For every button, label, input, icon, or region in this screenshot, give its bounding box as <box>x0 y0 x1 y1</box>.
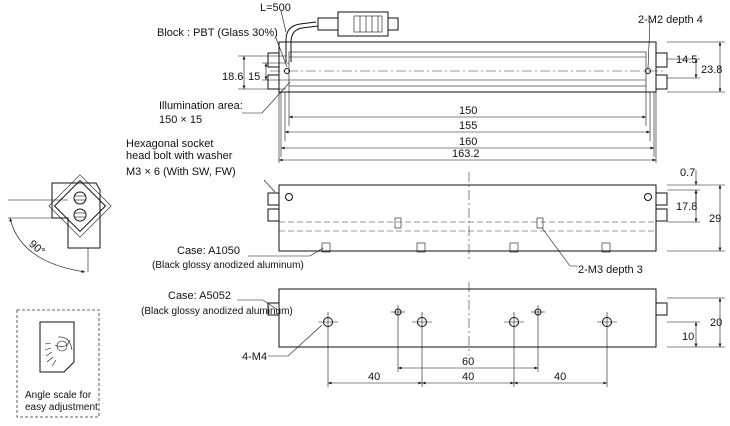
label-bottom-tap: 4-M4 <box>242 351 267 363</box>
dim-top-r1: 14.5 <box>676 54 697 66</box>
label-case1-line1: Case: A1050 <box>177 245 240 257</box>
dim-length-163: 163.2 <box>452 148 480 160</box>
label-case1-line2: (Black glossy anodized aluminum) <box>152 260 304 271</box>
cable-inner <box>290 25 319 62</box>
cable-boot <box>317 17 339 31</box>
angle-scale-callout: Angle scale for easy adjustment <box>16 309 100 418</box>
bottom-body <box>278 288 657 348</box>
dim-top-r2: 23.8 <box>701 64 722 76</box>
tap-hole-left <box>284 68 290 74</box>
end-view: 90° <box>8 174 112 273</box>
side-view: 0.7 17.8 29 Hexagonal socket head bolt w… <box>126 138 725 276</box>
label-bolt-line2: head bolt with washer <box>126 150 233 162</box>
bottom-view: 20 10 60 40 40 40 4-M4 Case: A5052 (Blac… <box>141 282 725 387</box>
side-body <box>278 184 657 252</box>
label-side-tap: 2-M3 depth 3 <box>578 264 643 276</box>
dim-bottom-r1: 20 <box>710 317 722 329</box>
dim-side-r1: 0.7 <box>680 167 695 179</box>
label-top-tap: 2-M2 depth 4 <box>638 14 703 26</box>
dim-length-150: 150 <box>459 105 477 117</box>
dim-pitch-b: 40 <box>462 371 474 383</box>
label-case2-line2: (Black glossy anodized aluminum) <box>141 306 293 317</box>
dim-top-h1: 18.6 <box>222 71 243 83</box>
dim-bottom-r2: 10 <box>682 331 694 343</box>
label-scale-line1: Angle scale for <box>25 390 92 401</box>
label-cable-length: L=500 <box>260 2 291 14</box>
dim-side-r2: 17.8 <box>676 201 697 213</box>
label-case2-line1: Case: A5052 <box>168 290 231 302</box>
dim-top-h2: 15 <box>248 71 260 83</box>
cable <box>285 21 317 62</box>
label-scale-line2: easy adjustment <box>25 402 98 413</box>
label-illum-line1: Illumination area: <box>159 100 243 112</box>
dim-length-155: 155 <box>459 120 477 132</box>
connector-latch <box>353 15 383 33</box>
dim-pitch-c: 40 <box>554 371 566 383</box>
dim-side-r3: 29 <box>709 213 721 225</box>
label-bolt-line1: Hexagonal socket <box>126 138 213 150</box>
connector <box>337 11 389 37</box>
top-body <box>278 41 657 93</box>
top-view: 18.6 15 14.5 23.8 150 155 160 163.2 Bloc… <box>157 2 725 163</box>
tap-hole-right <box>645 68 651 74</box>
label-bolt-line3: M3 × 6 (With SW, FW) <box>126 166 236 178</box>
dim-pitch-a: 40 <box>368 371 380 383</box>
label-block-material: Block : PBT (Glass 30%) <box>157 27 278 39</box>
dim-pitch-60: 60 <box>462 356 474 368</box>
angle-label: 90° <box>26 238 46 258</box>
dim-length-160: 160 <box>459 136 477 148</box>
label-illum-line2: 150 × 15 <box>159 114 202 126</box>
